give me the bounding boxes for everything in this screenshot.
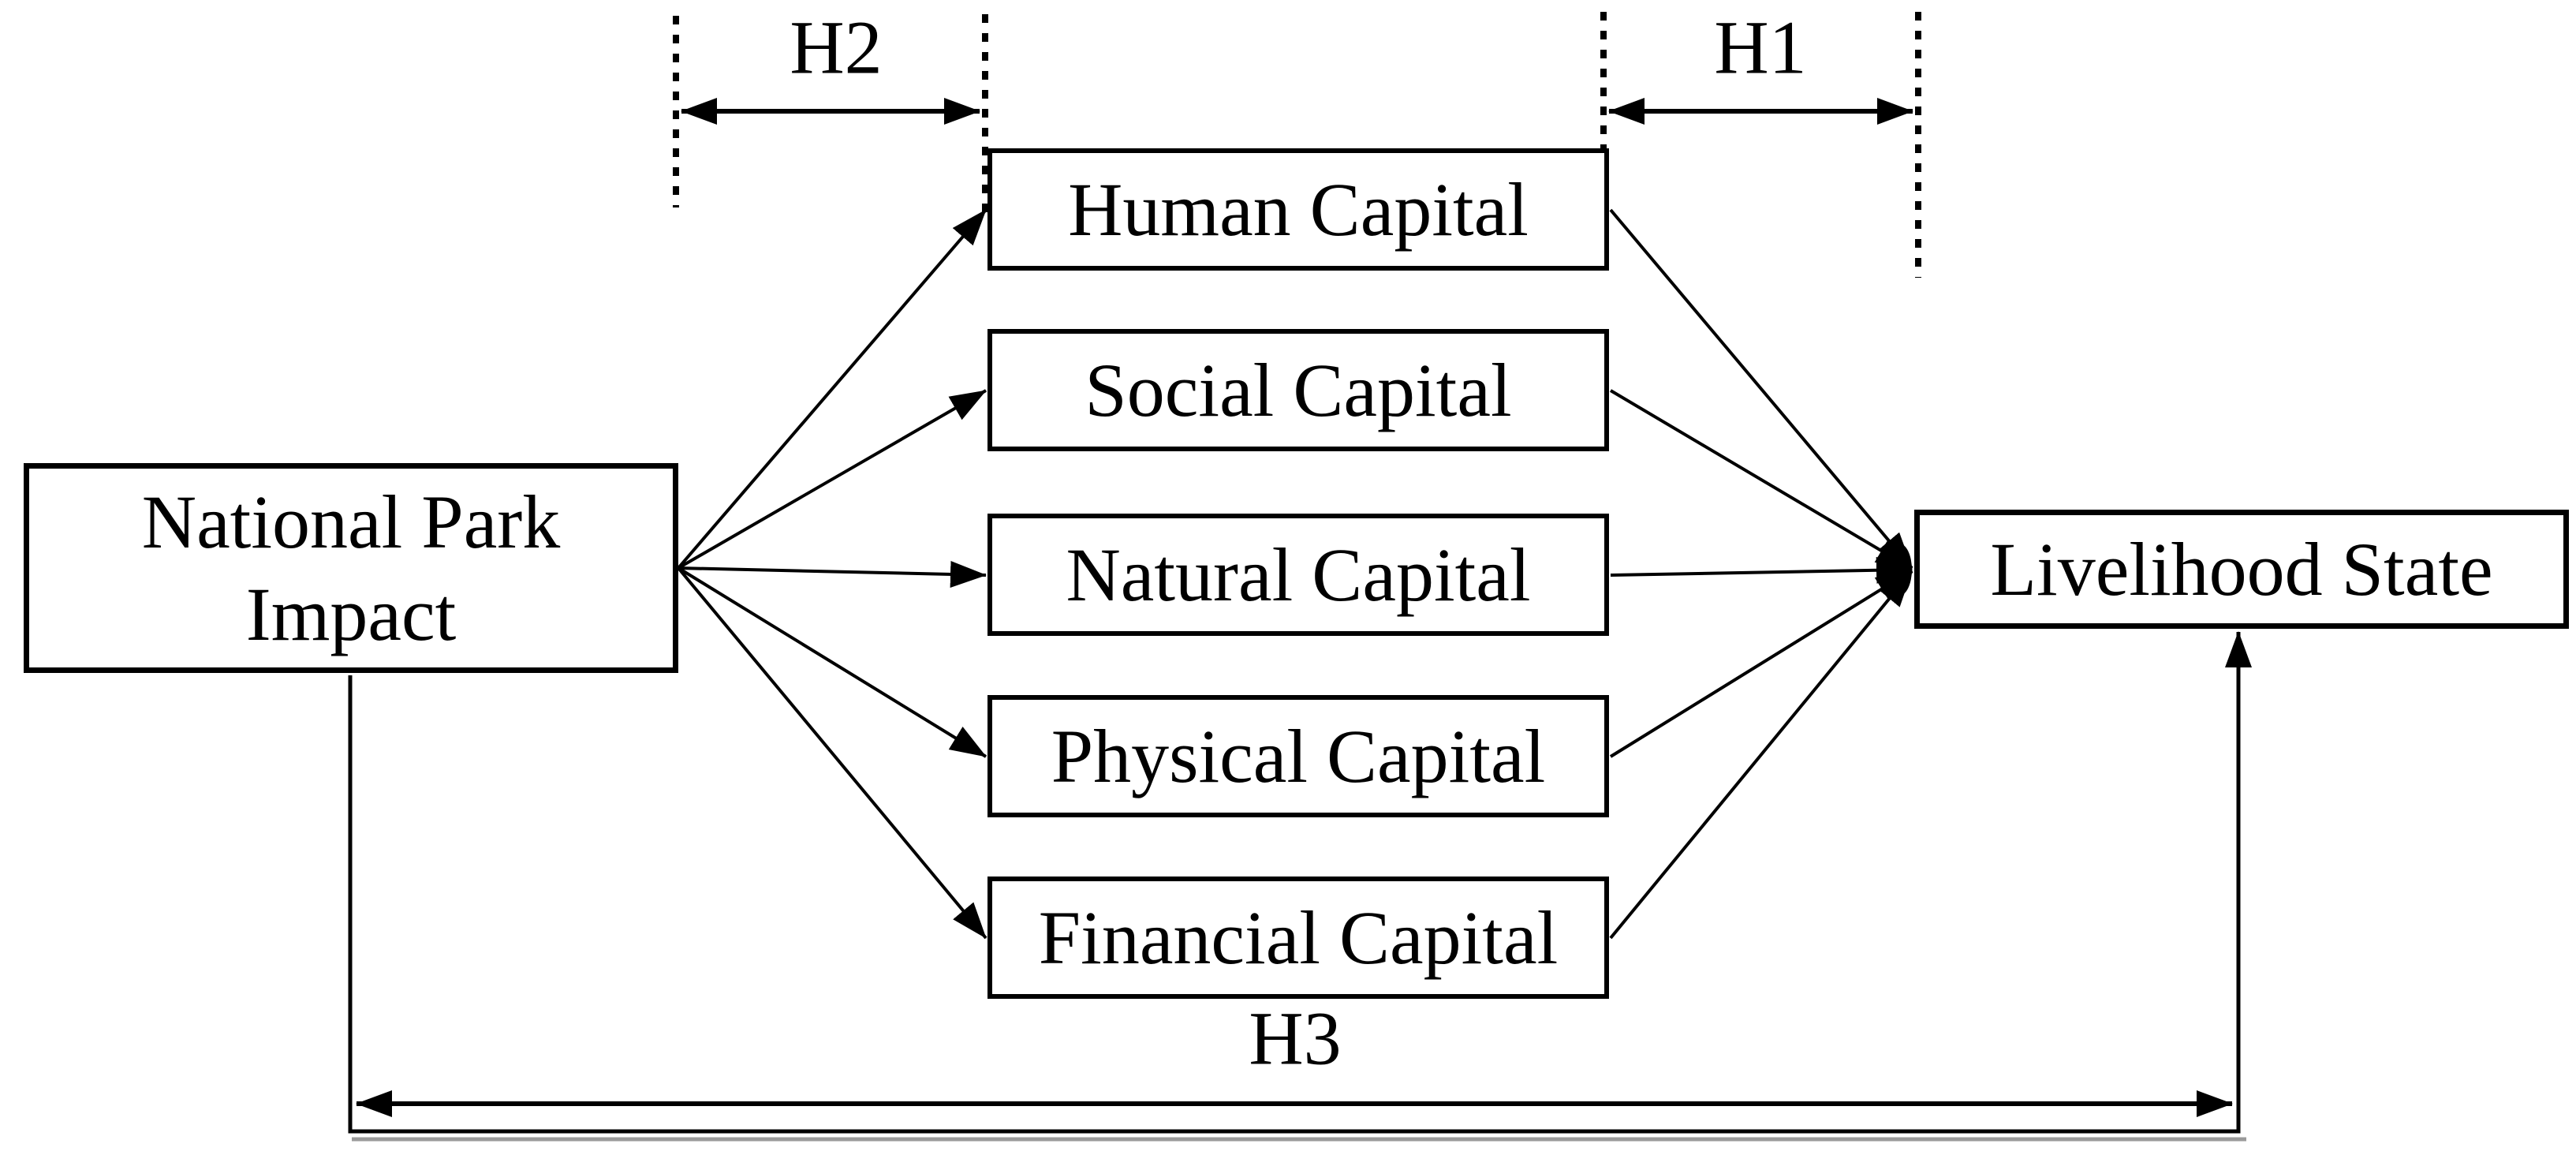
arrow-social-to-livelihood bbox=[1609, 389, 1913, 570]
node-financial-capital: Financial Capital bbox=[987, 877, 1609, 999]
node-physical-capital-label: Physical Capital bbox=[1051, 713, 1546, 798]
node-national-park-impact: National Park Impact bbox=[24, 463, 678, 673]
arrow-npi-to-physical bbox=[677, 566, 987, 758]
node-livelihood-state: Livelihood State bbox=[1914, 510, 2569, 629]
arrow-financial-to-livelihood bbox=[1609, 570, 1913, 940]
node-human-capital-label: Human Capital bbox=[1068, 166, 1529, 252]
h3-connector-path bbox=[348, 631, 2252, 1134]
node-social-capital: Social Capital bbox=[987, 329, 1609, 451]
arrow-natural-to-livelihood bbox=[1610, 556, 1913, 584]
hypothesis-label-h3: H3 bbox=[1249, 996, 1342, 1081]
arrow-npi-to-human bbox=[677, 208, 987, 570]
arrow-npi-to-natural bbox=[678, 560, 987, 588]
node-financial-capital-label: Financial Capital bbox=[1038, 895, 1559, 980]
node-social-capital-label: Social Capital bbox=[1085, 347, 1512, 432]
arrow-human-to-livelihood bbox=[1609, 208, 1913, 570]
arrow-npi-to-social bbox=[678, 389, 987, 570]
node-physical-capital: Physical Capital bbox=[987, 695, 1609, 817]
node-human-capital: Human Capital bbox=[987, 148, 1609, 271]
node-natural-capital: Natural Capital bbox=[987, 514, 1609, 636]
arrow-npi-to-financial bbox=[677, 566, 987, 940]
arrow-physical-to-livelihood bbox=[1609, 569, 1913, 758]
arrow-convergence-blob bbox=[1887, 544, 1912, 596]
hypothesis-label-h1: H1 bbox=[1714, 5, 1807, 90]
node-natural-capital-label: Natural Capital bbox=[1066, 532, 1531, 617]
hypothesis-label-h2: H2 bbox=[790, 5, 883, 90]
node-livelihood-state-label: Livelihood State bbox=[1990, 526, 2493, 611]
node-national-park-impact-label-line1: National Park bbox=[141, 479, 561, 564]
node-national-park-impact-label-line2: Impact bbox=[245, 572, 457, 656]
